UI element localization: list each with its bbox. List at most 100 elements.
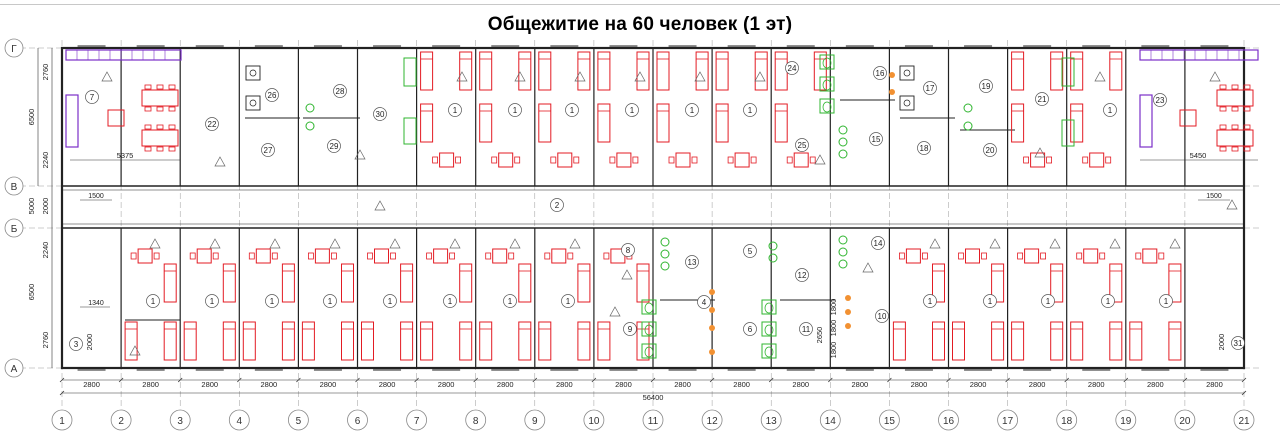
washbasin: [768, 253, 778, 263]
upper-desk: [734, 152, 750, 168]
toilet-bowl: [764, 346, 774, 358]
bay-dimension: 2800: [792, 380, 809, 389]
lower-bed: [577, 321, 591, 361]
lower-bed: [1168, 321, 1182, 361]
upper-bed: [597, 51, 611, 91]
lower-desk-chair: [1017, 252, 1023, 260]
stove: [899, 95, 915, 111]
lower-bed: [1129, 321, 1143, 361]
lower-desk-chair: [1158, 252, 1165, 260]
warning-triangle: [449, 238, 461, 249]
upper-bed: [656, 51, 670, 91]
axis-number-6: 6: [355, 416, 361, 427]
upper-bed: [479, 51, 493, 91]
lower-desk: [965, 248, 980, 264]
room-marker: [697, 295, 711, 309]
warning-triangle: [1109, 238, 1121, 249]
dimension-tick: [828, 377, 833, 383]
upper-desk: [675, 152, 691, 168]
dim-lower-b: 2760: [41, 332, 50, 349]
bay-dimension: 2800: [142, 380, 159, 389]
room-marker: [503, 294, 517, 308]
dining-right-b-chair: [1231, 124, 1239, 130]
dining-left-a-chair: [168, 84, 176, 90]
room-marker: [743, 103, 757, 117]
axis-number-20: 20: [1179, 416, 1191, 427]
lower-desk-chair: [981, 252, 987, 260]
lower-desk-chair: [1135, 252, 1142, 260]
room-number: 1: [388, 297, 393, 306]
lower-bed: [400, 321, 414, 361]
walls: [60, 45, 1246, 371]
bay-dimension: 2800: [1088, 380, 1105, 389]
upper-desk-chair: [1023, 156, 1029, 164]
upper-desk: [557, 152, 573, 168]
room-number: 1: [1108, 106, 1113, 115]
upper-desk-chair: [491, 156, 498, 164]
drawing-title: Общежитие на 60 человек (1 эт): [487, 14, 793, 35]
room-number: 28: [336, 87, 345, 96]
warning-triangle: [214, 156, 226, 167]
upper-desk-chair: [455, 156, 462, 164]
upper-bed: [459, 51, 473, 91]
axis-bubble-17: [997, 409, 1018, 431]
room-marker: [1231, 336, 1245, 350]
stove-burner: [903, 99, 911, 107]
room-marker: [685, 255, 699, 269]
dimension-tick: [532, 377, 538, 383]
right-kitchen-counter: [1139, 49, 1259, 61]
warning-triangle: [1226, 199, 1238, 210]
room-marker: [205, 294, 219, 308]
room-number: 15: [872, 135, 881, 144]
stove-burner: [249, 99, 257, 107]
lower-desk-chair: [1099, 252, 1106, 260]
lower-desk-chair: [899, 252, 905, 260]
lower-bed: [400, 263, 414, 303]
axis-number-17: 17: [1002, 416, 1014, 427]
dining-left-a-table: [141, 89, 179, 107]
axis-bubble-13: [760, 409, 782, 431]
room-marker: [1041, 294, 1055, 308]
warning-triangle: [329, 238, 341, 249]
lower-bed: [301, 321, 315, 361]
axis-number-15: 15: [884, 416, 896, 427]
bay-dimension: 2800: [83, 380, 100, 389]
upper-bed: [774, 103, 788, 143]
axis-bubble-9: [524, 409, 546, 431]
dining-left-b-chair: [144, 146, 152, 152]
toilet-bowl: [822, 101, 832, 113]
top-border-line: [0, 4, 1280, 5]
lower-desk-chair: [367, 252, 373, 260]
room-marker: [875, 309, 889, 323]
lower-bed: [932, 321, 945, 361]
warning-triangle: [509, 238, 521, 249]
dining-right-a-chair: [1219, 106, 1227, 112]
warning-triangle: [1209, 71, 1221, 82]
room-number: 4: [702, 298, 707, 307]
room-number: 1: [508, 297, 513, 306]
lower-desk-chair: [153, 252, 160, 260]
axis-bubble-11: [642, 409, 664, 431]
upper-desk-chair: [550, 156, 557, 164]
dining-left-b-table: [141, 129, 179, 147]
room-number: 22: [208, 120, 217, 129]
shower-fixture: [845, 323, 851, 329]
warning-triangle: [101, 71, 113, 82]
toilet-bowl: [822, 79, 832, 91]
warning-triangle: [514, 71, 526, 82]
dimension-tick: [296, 377, 301, 383]
dimension-tick: [709, 377, 715, 383]
washbasin: [838, 259, 848, 269]
lower-desk: [905, 248, 921, 264]
upper-desk-chair: [727, 156, 734, 164]
warning-triangle: [1169, 238, 1181, 249]
axis-bubble-6: [347, 409, 368, 431]
room-marker: [621, 243, 635, 257]
washbasin: [838, 149, 848, 159]
room-marker: [146, 294, 160, 308]
upper-desk: [1089, 152, 1105, 168]
kitchen-units: [65, 49, 1259, 148]
room-number: 1: [630, 106, 635, 115]
toilet: [641, 321, 657, 337]
lower-bed: [341, 321, 354, 361]
